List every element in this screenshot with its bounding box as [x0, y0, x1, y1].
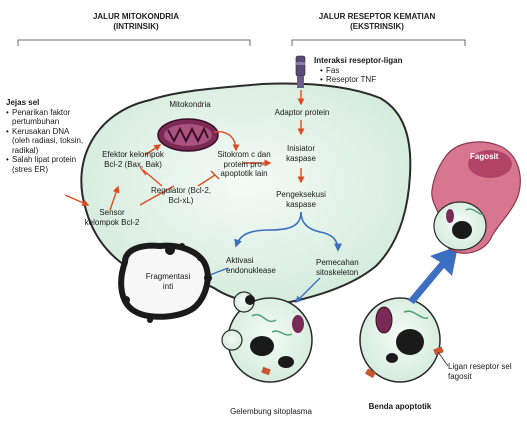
executioner-branch-arrows [200, 211, 342, 303]
extrinsic-bracket [291, 39, 466, 46]
sensor-label: Sensor kelompok Bcl-2 [84, 208, 140, 227]
stimuli-list: Jejas sel Penarikan faktor pertumbuhan K… [6, 98, 84, 174]
extrinsic-header: JALUR RESEPTOR KEMATIAN (EKSTRINSIK) [302, 12, 452, 32]
stimuli-item: Penarikan faktor pertumbuhan [6, 108, 84, 127]
engulfment-arrow [408, 246, 458, 304]
fragmented-nucleus-icon [118, 242, 212, 323]
blebbing-cell-icon [221, 291, 313, 383]
initiator-label: Inisiator kaspase [286, 144, 316, 163]
phagocyte-label: Fagosit [470, 152, 499, 161]
executioner-label: Pengeksekusi kaspase [276, 190, 326, 209]
intrinsic-header: JALUR MITOKONDRIA (INTRINSIK) [66, 12, 206, 32]
intrinsic-title: JALUR MITOKONDRIA [92, 12, 180, 21]
adaptor-label: Adaptor protein [274, 108, 330, 117]
apoptotic-body-label: Benda apoptotik [368, 402, 432, 411]
extrinsic-title: JALUR RESEPTOR KEMATIAN [318, 12, 436, 21]
ligand-pointer [437, 351, 449, 367]
receptor-item: Fas [320, 66, 424, 76]
stimuli-title: Jejas sel [6, 98, 40, 107]
apoptotic-body-icon [359, 297, 444, 383]
bleb-label: Gelembung sitoplasma [230, 407, 312, 416]
intrinsic-arrows [64, 131, 272, 211]
ligand-label: Ligan reseptor sel fagosit [448, 362, 512, 381]
effector-label: Efektor kelompok Bcl-2 (Bax, Bak) [102, 150, 164, 169]
cytochrome-label: Sitokrom c dan protein pro-apoptotik lai… [217, 150, 271, 178]
stimuli-item: Salah lipat protein (stres ER) [6, 155, 84, 174]
receptor-item: Reseptor TNF [320, 75, 424, 85]
mitochondrion-icon [157, 118, 219, 152]
receptor-icon [295, 55, 306, 88]
receptor-title: Interaksi reseptor-ligan [314, 56, 403, 65]
fragmentation-label: Fragmentasi inti [145, 272, 191, 291]
cytoskeleton-label: Pemecahan sitoskeleton [316, 258, 359, 277]
endonuclease-label: Aktivasi endonuklease [226, 256, 276, 275]
stimuli-item: Kerusakan DNA (oleh radiasi, toksin, rad… [6, 127, 84, 156]
regulator-label: Regulator (Bcl-2, Bcl-xL) [150, 186, 212, 205]
intrinsic-bracket [17, 39, 251, 46]
extrinsic-subtitle: (EKSTRINSIK) [350, 22, 404, 31]
phagocyte-icon [431, 141, 521, 254]
mitochondria-label: Mitokondria [169, 100, 211, 109]
receptor-list: Interaksi reseptor-ligan Fas Reseptor TN… [314, 56, 424, 85]
intrinsic-subtitle: (INTRINSIK) [113, 22, 159, 31]
